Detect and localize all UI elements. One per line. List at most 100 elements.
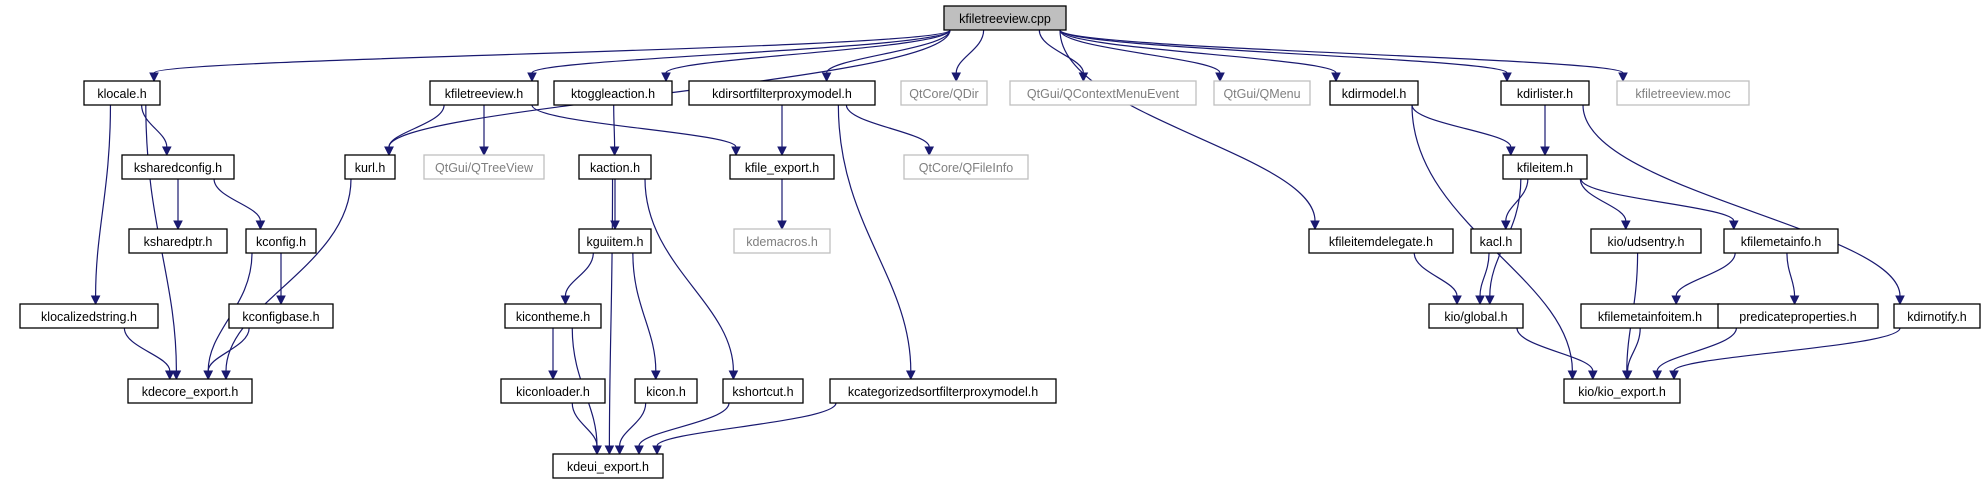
node-label: QtCore/QFileInfo [919,161,1014,175]
node-predicateproperties-h[interactable]: predicateproperties.h [1717,303,1879,329]
node-box [500,378,606,404]
edge-kfileitem_h-to-kio_udsentry_h [1579,178,1631,231]
edge-kguiitem_h-to-kicontheme_h [560,252,594,306]
edge-arrowhead [650,370,661,381]
node-label: kio/global.h [1444,310,1507,324]
node-box [688,80,876,106]
node-kurl-h[interactable]: kurl.h [344,154,396,180]
edge-line [1786,252,1796,297]
node-label: kfiletreeview.moc [1635,87,1730,101]
node-qt-qtreeview: QtGui/QTreeView [423,154,545,180]
node-qt-qcontextmenuevent: QtGui/QContextMenuEvent [1009,80,1197,106]
node-kconfigbase-h[interactable]: kconfigbase.h [228,303,334,329]
edge-arrowhead [255,220,266,231]
node-box [578,228,652,254]
node-label: QtGui/QTreeView [435,161,534,175]
node-kfile-export-h[interactable]: kfile_export.h [729,154,835,180]
node-box [1213,80,1311,106]
node-kaction-h[interactable]: kaction.h [578,154,652,180]
node-kdirsortfilterproxymodel-h[interactable]: kdirsortfilterproxymodel.h [688,80,876,106]
node-kfiletreeview-h[interactable]: kfiletreeview.h [429,80,539,106]
node-box [1500,80,1590,106]
edge-arrowhead [821,72,832,83]
edge-line [1579,178,1627,222]
node-kconfig-h[interactable]: kconfig.h [245,228,317,254]
node-klocale-h[interactable]: klocale.h [83,80,161,106]
edge-arrowhead [149,72,159,83]
edge-arrowhead [731,146,741,157]
edge-arrowhead [479,146,489,157]
node-kdirlister-h[interactable]: kdirlister.h [1500,80,1590,106]
edge-kfile_export_h-to-kdemacros_h [777,179,787,231]
edge-kshortcut_h-to-kdeui_export_h [634,402,730,456]
node-ktoggleaction-h[interactable]: ktoggleaction.h [553,80,673,106]
edge-line [1516,327,1594,372]
edge-kcategorizedsortfilterproxymodel_h-to-kdeui_export_h [652,402,837,456]
node-kicon-h[interactable]: kicon.h [634,378,698,404]
node-kacl-h[interactable]: kacl.h [1470,228,1522,254]
node-kfileitem-h[interactable]: kfileitem.h [1502,154,1588,180]
edge-line [837,104,912,372]
node-kicontheme-h[interactable]: kicontheme.h [504,303,602,329]
edge-kurl_h-to-kdecore_export_h [221,178,352,381]
edge-line [1059,29,1221,74]
edge-line [213,178,261,222]
node-label: kdirnotify.h [1907,310,1967,324]
node-kdirmodel-h[interactable]: kdirmodel.h [1329,80,1419,106]
edge-arrowhead [1622,370,1633,381]
edge-kicon_h-to-kdeui_export_h [614,402,647,456]
edge-arrowhead [221,370,231,381]
node-box [1717,303,1879,329]
node-qt-qfileinfo: QtCore/QFileInfo [903,154,1029,180]
node-label: kicontheme.h [516,310,590,324]
node-kdecore-export-h[interactable]: kdecore_export.h [127,378,253,404]
node-label: kfiletreeview.cpp [959,12,1051,26]
edge-line [1411,104,1512,148]
node-label: ktoggleaction.h [571,87,655,101]
node-kfiletreeview-moc: kfiletreeview.moc [1616,80,1750,106]
edge-line [1656,327,1737,372]
node-label: kguiitem.h [587,235,644,249]
node-klocalizedstring-h[interactable]: klocalizedstring.h [19,303,159,329]
node-kfilemetainfoitem-h[interactable]: kfilemetainfoitem.h [1580,303,1720,329]
node-label: kdemacros.h [746,235,818,249]
edge-line [95,104,112,297]
node-kiconloader-h[interactable]: kiconloader.h [500,378,606,404]
edge-arrowhead [384,146,394,157]
node-label: kdecore_export.h [142,385,239,399]
node-kdeui-export-h[interactable]: kdeui_export.h [552,453,664,479]
node-label: kio/kio_export.h [1578,385,1666,399]
edge-line [153,29,951,74]
edge-arrowhead [1540,146,1550,157]
edge-arrowhead [1671,295,1682,306]
node-ksharedconfig-h[interactable]: ksharedconfig.h [121,154,235,180]
edge-line [1059,29,1337,74]
edge-line [207,327,250,372]
node-ksharedptr-h[interactable]: ksharedptr.h [128,228,228,254]
edge-line [1627,327,1641,372]
node-kshortcut-h[interactable]: kshortcut.h [722,378,804,404]
edge-klocale_h-to-ksharedconfig_h [141,104,172,157]
node-kguiitem-h[interactable]: kguiitem.h [578,228,652,254]
edge-kfiletreeview_cpp-to-kdirlister_h [1059,29,1512,83]
edge-arrowhead [1669,370,1679,381]
node-box [943,5,1067,31]
node-box [729,154,835,180]
node-box [634,378,698,404]
node-kio-global-h[interactable]: kio/global.h [1428,303,1524,329]
node-kio-udsentry-h[interactable]: kio/udsentry.h [1590,228,1702,254]
edge-kfiletreeview_cpp-to-qt_qdir [951,29,985,83]
node-kfileitemdelegate-h[interactable]: kfileitemdelegate.h [1308,228,1454,254]
node-kfilemetainfo-h[interactable]: kfilemetainfo.h [1723,228,1839,254]
node-box [1563,378,1681,404]
node-kcategorizedsortfilterproxymodel-h[interactable]: kcategorizedsortfilterproxymodel.h [829,378,1057,404]
node-box [429,80,539,106]
edge-line [1479,252,1490,297]
edge-kdirsortfilterproxymodel_h-to-kcategorizedsortfilterproxymodel_h [837,104,916,381]
node-kio-kio-export-h[interactable]: kio/kio_export.h [1563,378,1681,404]
node-label: kaction.h [590,161,640,175]
node-kdirnotify-h[interactable]: kdirnotify.h [1893,303,1981,329]
edge-kfiletreeview_cpp-to-ktoggleaction_h [661,29,951,83]
node-kdemacros-h: kdemacros.h [733,228,831,254]
edge-arrowhead [1484,295,1495,306]
